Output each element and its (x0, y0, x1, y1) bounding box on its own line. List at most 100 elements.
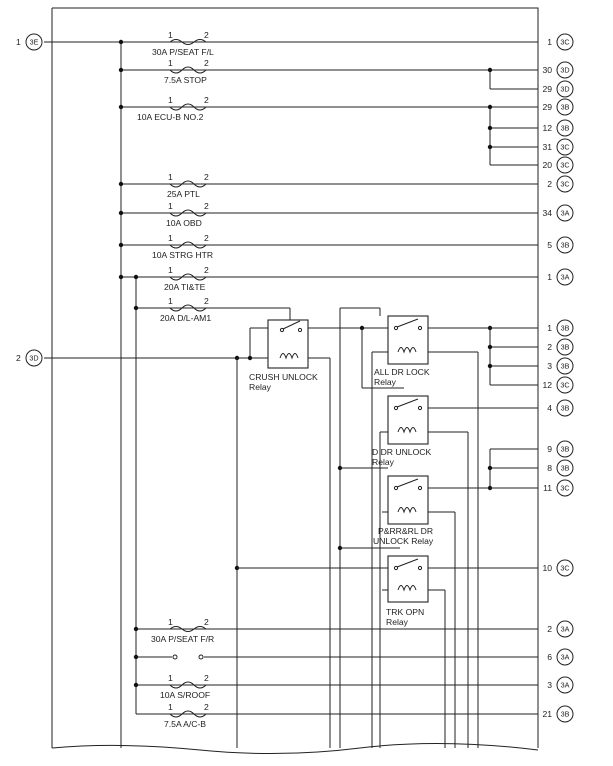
connector-circle (556, 236, 574, 254)
connector-circle (556, 479, 574, 497)
right-terminal-num: 9 (547, 444, 552, 454)
right-terminal-conn: 3C (560, 38, 569, 47)
relay-label: P&RR&RL DR (378, 526, 433, 536)
svg-text:2: 2 (204, 702, 209, 712)
connector-circle (556, 459, 574, 477)
connector-circle (556, 338, 574, 356)
right-terminal-num: 10 (542, 563, 552, 573)
right-terminal-num: 29 (542, 102, 552, 112)
right-terminal: 2 3A (547, 620, 574, 638)
right-terminal-num: 21 (542, 709, 552, 719)
right-terminal-num: 29 (542, 84, 552, 94)
right-terminal-num: 31 (542, 142, 552, 152)
connector-circle (556, 33, 574, 51)
fuse-label: 10A STRG HTR (152, 250, 213, 260)
connector-circle (556, 119, 574, 137)
connector-circle (556, 268, 574, 286)
svg-text:1: 1 (168, 296, 173, 306)
svg-text:2: 2 (204, 58, 209, 68)
connector-circle (556, 676, 574, 694)
right-terminal-num: 1 (547, 272, 552, 282)
connector-circle (556, 80, 574, 98)
connector-circle (556, 559, 574, 577)
svg-text:2: 2 (204, 265, 209, 275)
relay-wiring (234, 307, 538, 748)
fuse-label: 20A D/L-AM1 (160, 313, 211, 323)
right-terminal-num: 6 (547, 652, 552, 662)
right-terminal-num: 12 (542, 123, 552, 133)
right-terminal-conn: 3C (560, 484, 569, 493)
right-terminal-num: 30 (542, 65, 552, 75)
right-terminal-conn: 3B (561, 124, 570, 133)
svg-text:2: 2 (204, 172, 209, 182)
relay-label: ALL DR LOCK (374, 367, 430, 377)
right-terminal-num: 2 (547, 179, 552, 189)
right-terminal-conn: 3B (561, 362, 570, 371)
svg-text:2: 2 (204, 201, 209, 211)
right-terminal-conn: 3C (560, 180, 569, 189)
connector-circle (556, 175, 574, 193)
left-terminal-conn: 3D (29, 354, 38, 363)
fuse-label: 7.5A A/C-B (164, 719, 206, 729)
fuse-label: 20A TI&TE (164, 282, 206, 292)
left-terminal-num: 2 (16, 353, 21, 363)
right-terminal-num: 11 (543, 483, 552, 493)
svg-text:1: 1 (168, 617, 173, 627)
left-terminal-2: 2 3D (16, 349, 43, 367)
connector-circle (556, 156, 574, 174)
connector-circle (556, 376, 574, 394)
right-terminal-num: 5 (547, 240, 552, 250)
svg-text:1: 1 (168, 172, 173, 182)
connector-circle (556, 440, 574, 458)
svg-text:2: 2 (204, 95, 209, 105)
right-terminal-conn: 3A (561, 625, 570, 634)
right-terminal: 2 3C (547, 175, 574, 193)
left-terminal-num: 1 (16, 37, 21, 47)
right-terminal-num: 2 (547, 624, 552, 634)
right-terminal-conn: 3C (560, 161, 569, 170)
fuse-label: 25A PTL (167, 189, 200, 199)
right-terminal: 1 3C (547, 33, 574, 51)
right-terminal: 11 3C (543, 479, 574, 497)
svg-text:2: 2 (204, 30, 209, 40)
connector-circle (556, 319, 574, 337)
relay-label: Relay (249, 382, 272, 392)
right-terminal-num: 3 (547, 361, 552, 371)
right-terminal-num: 1 (547, 323, 552, 333)
right-terminal-conn: 3D (560, 85, 569, 94)
connector-circle (556, 357, 574, 375)
relay-label: CRUSH UNLOCK (249, 372, 318, 382)
fuse-label: 30A P/SEAT F/R (151, 634, 214, 644)
right-terminal-num: 8 (547, 463, 552, 473)
svg-text:2: 2 (204, 233, 209, 243)
fuse-branches: 1 2 30A P/SEAT F/L 1 2 7.5A STOP 1 2 10A… (118, 30, 538, 729)
right-terminal-num: 2 (547, 342, 552, 352)
fuse-label: 10A OBD (166, 218, 202, 228)
svg-text:2: 2 (204, 617, 209, 627)
right-terminal-conn: 3B (561, 324, 570, 333)
right-terminal-num: 34 (542, 208, 552, 218)
block-outline (51, 7, 539, 748)
right-terminal-num: 1 (547, 37, 552, 47)
connector-circle (556, 705, 574, 723)
connector-circle (556, 204, 574, 222)
connector-circle (556, 98, 574, 116)
relay-label: Relay (386, 617, 409, 627)
right-terminal-conn: 3C (560, 143, 569, 152)
right-terminal: 29 3D (542, 80, 574, 98)
right-terminal-conn: 3D (560, 66, 569, 75)
right-terminal-num: 3 (547, 680, 552, 690)
right-terminal-conn: 3C (560, 381, 569, 390)
connector-circle (556, 648, 574, 666)
